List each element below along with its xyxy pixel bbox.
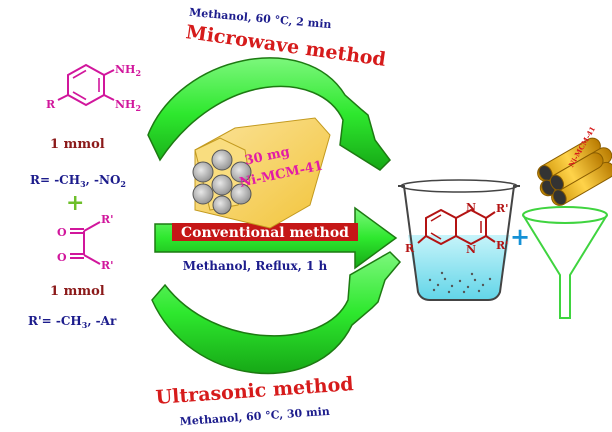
recovered-catalyst (537, 137, 612, 206)
ultrasonic-conditions: Methanol, 60 °C, 30 min (179, 405, 330, 428)
product-n-top: N (466, 201, 476, 214)
pore-tubes (192, 149, 252, 215)
o-top-label: O (57, 226, 67, 239)
conventional-label-box (172, 223, 358, 241)
reactant2-amount: 1 mmol (50, 284, 105, 299)
o-bottom-label: O (57, 251, 67, 264)
r-substituent-label: R (46, 98, 56, 111)
reactant2-structure (70, 221, 101, 265)
r-prime-top-label: R' (101, 213, 114, 226)
product-r-label: R (405, 242, 415, 255)
conventional-method-title: Conventional method (181, 225, 349, 241)
nh2-bottom-label: NH2 (115, 98, 141, 113)
product-r-prime-bottom: R' (496, 239, 509, 252)
nh2-top-label: NH2 (115, 63, 141, 78)
reactant1-amount: 1 mmol (50, 137, 105, 152)
ultrasonic-arrow (151, 251, 402, 375)
plus-sign-reactants: + (66, 190, 84, 216)
product-n-bottom: N (466, 243, 476, 256)
plus-sign-product: + (510, 222, 530, 251)
catalyst-hexagon (192, 117, 331, 229)
r-prime-definition: R'= -CH3, -Ar (28, 314, 117, 330)
product-structure (417, 208, 496, 246)
reactant1-structure (57, 63, 115, 107)
sediment-dots (428, 271, 492, 294)
funnel (522, 206, 608, 319)
beaker (398, 179, 520, 301)
ultrasonic-method-title: Ultrasonic method (155, 373, 354, 409)
product-r-prime-top: R' (496, 202, 509, 215)
conventional-conditions: Methanol, Reflux, 1 h (183, 259, 328, 273)
r-definition: R= -CH3, -NO2 (30, 173, 126, 189)
microwave-arrow (147, 57, 391, 171)
r-prime-bottom-label: R' (101, 259, 114, 272)
